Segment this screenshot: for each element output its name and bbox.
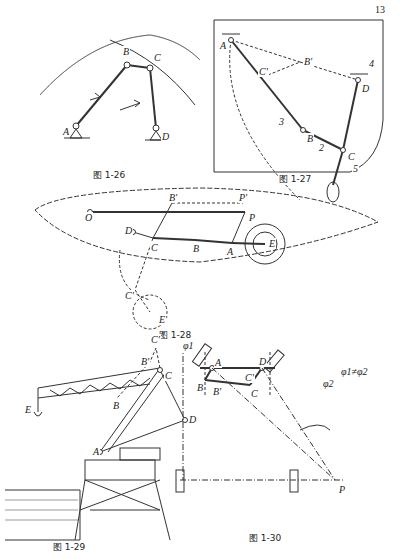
point-label: B' bbox=[303, 56, 313, 67]
point-label: C bbox=[250, 388, 259, 399]
point-label: 3 bbox=[278, 116, 285, 127]
landing-gear-mechanism bbox=[214, 20, 383, 202]
figure-caption: 图 1-30 bbox=[248, 533, 282, 544]
point-label: 2 bbox=[318, 142, 325, 153]
point-label: B bbox=[112, 400, 120, 411]
point-label: P' bbox=[238, 192, 248, 203]
point-label: D bbox=[361, 83, 370, 94]
point-label: C bbox=[164, 370, 173, 381]
point-label: C bbox=[150, 242, 159, 253]
point-label: D bbox=[258, 356, 267, 367]
point-label: φ1 bbox=[182, 340, 195, 351]
point-label: 5 bbox=[352, 163, 359, 174]
point-label: C' bbox=[244, 372, 255, 383]
point-label: P bbox=[248, 212, 256, 223]
luffing-crane bbox=[5, 348, 188, 540]
point-label: C' bbox=[258, 66, 269, 77]
point-label: C bbox=[347, 151, 356, 162]
point-label: D bbox=[161, 131, 170, 142]
point-label: B bbox=[306, 133, 314, 144]
point-label: A bbox=[226, 246, 234, 257]
point-label: E bbox=[24, 404, 32, 415]
four-bar-linkage bbox=[40, 35, 200, 140]
point-label: D bbox=[124, 225, 133, 236]
point-label: B bbox=[122, 46, 130, 57]
point-label: A bbox=[219, 40, 227, 51]
point-label: 4 bbox=[368, 58, 375, 69]
point-label: C' bbox=[124, 290, 135, 301]
point-label: A bbox=[62, 126, 70, 137]
point-label: A bbox=[214, 357, 222, 368]
point-label: B' bbox=[140, 356, 150, 367]
hull-retraction-mechanism bbox=[35, 188, 378, 329]
point-label: φ1≠φ2 bbox=[340, 366, 369, 377]
figure-caption: 图 1-27 bbox=[278, 174, 312, 185]
steering-trapezoid bbox=[176, 344, 345, 492]
point-label: B' bbox=[212, 386, 222, 397]
point-label: C bbox=[153, 52, 162, 63]
point-label: C' bbox=[150, 334, 161, 345]
point-label: B' bbox=[168, 192, 178, 203]
figure-caption: 图 1-26 bbox=[92, 170, 126, 181]
figure-caption: 图 1-29 bbox=[52, 542, 86, 553]
point-label: B bbox=[192, 243, 200, 254]
point-label: φ2 bbox=[322, 378, 335, 389]
point-label: P bbox=[338, 484, 346, 495]
point-label: E bbox=[268, 238, 276, 249]
point-label: D bbox=[188, 414, 197, 425]
point-label: E' bbox=[158, 314, 168, 325]
point-label: B bbox=[196, 382, 204, 393]
point-label: O bbox=[84, 212, 93, 223]
page-number: 13 bbox=[374, 4, 386, 15]
point-label: A bbox=[92, 446, 100, 457]
